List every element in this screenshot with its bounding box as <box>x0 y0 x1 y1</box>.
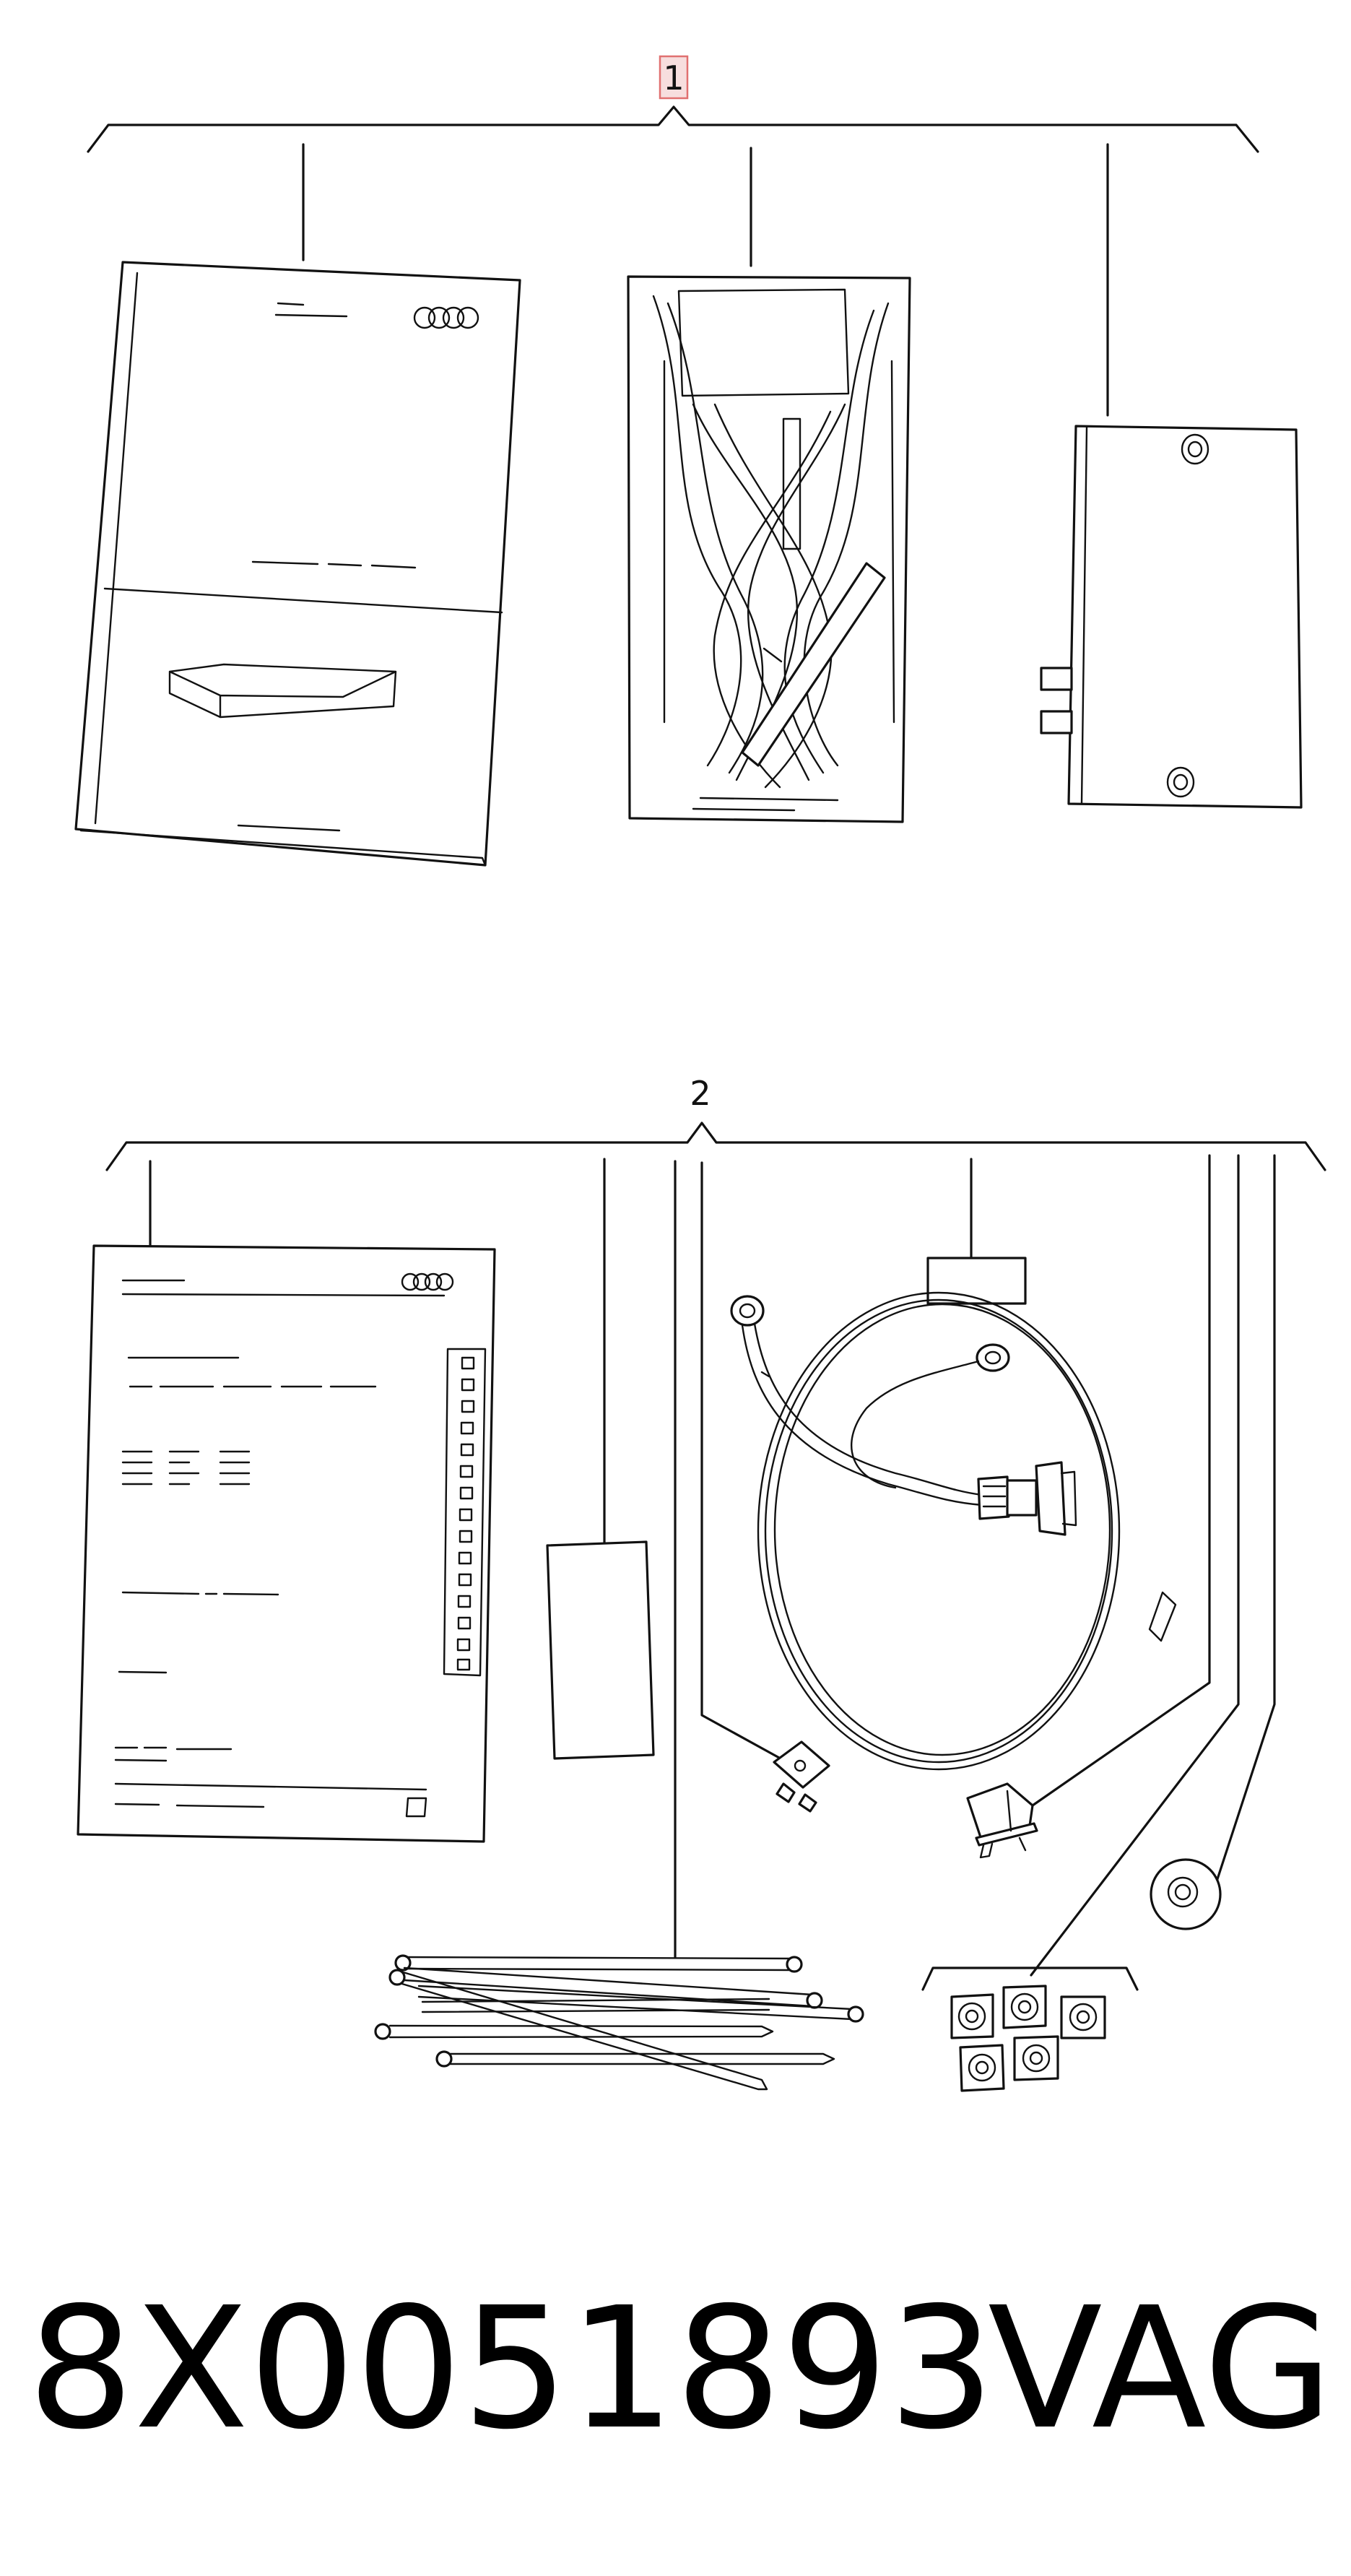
wiring-harness-bag <box>627 275 911 823</box>
control-unit <box>1040 425 1303 809</box>
foam-pad <box>1060 1995 1106 2039</box>
brand-label: VAG <box>988 2271 1333 2466</box>
callout-2-label: 2 <box>690 1074 711 1113</box>
foam-pad <box>959 2044 1005 2092</box>
leader-connector-housing <box>1031 1154 1211 1807</box>
group-2: 2 <box>77 1074 1326 2092</box>
leader-grommet <box>1215 1154 1276 1883</box>
foam-pad <box>950 1993 994 2039</box>
callout-1-label: 1 <box>663 58 684 97</box>
installation-manual <box>74 261 521 867</box>
blade-fuse <box>773 1740 830 1813</box>
callout-1-highlight <box>659 55 689 100</box>
part-number: 8X0051893 <box>27 2271 995 2466</box>
instruction-sheet <box>77 1244 496 1843</box>
group-1-bracket <box>87 105 1259 153</box>
rubber-grommet <box>1150 1858 1222 1930</box>
group-2-bracket <box>105 1122 1326 1171</box>
leader-foam-pads <box>1030 1154 1240 1977</box>
label-card <box>546 1540 655 1760</box>
foam-pad <box>1013 2035 1059 2081</box>
group-1: 1 <box>74 55 1303 867</box>
connector-housing <box>966 1782 1038 1859</box>
foam-pad <box>1002 1985 1047 2029</box>
audi-rings-logo <box>401 1272 454 1291</box>
cable-plug-connector <box>977 1461 1077 1536</box>
cable-assembly <box>730 1257 1177 1771</box>
audi-rings-logo <box>413 306 479 329</box>
leader-fuse <box>700 1161 789 1764</box>
foam-pads <box>921 1966 1139 2092</box>
cable-ties <box>374 1954 864 2091</box>
